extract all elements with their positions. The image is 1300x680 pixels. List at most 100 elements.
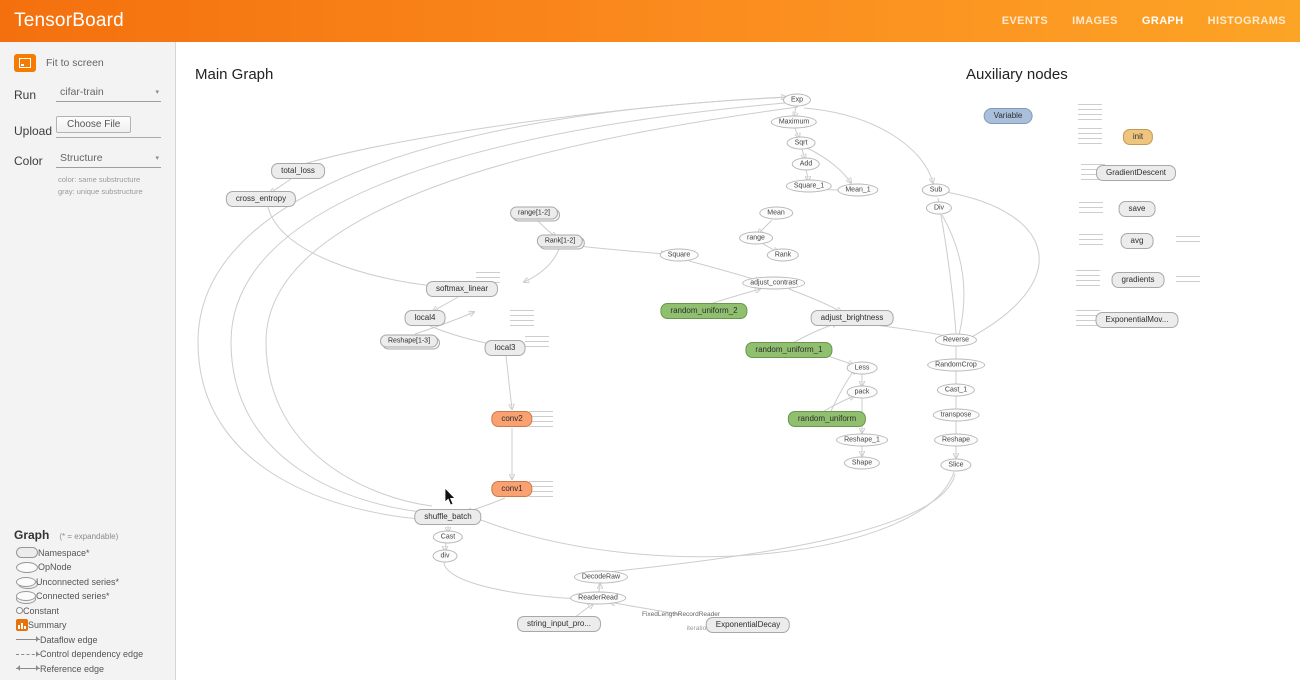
reference-edge-icon	[16, 664, 40, 671]
color-row: Color Structure ▾	[14, 150, 161, 168]
color-select[interactable]: Structure ▾	[56, 150, 161, 168]
graph-node-softmax-linear[interactable]: softmax_linear	[425, 281, 499, 297]
chevron-down-icon: ▾	[155, 155, 159, 162]
control-edge-icon	[16, 650, 40, 657]
nav-events[interactable]: EVENTS	[1001, 15, 1049, 27]
run-row: Run cifar-train ▾	[14, 84, 161, 102]
dataflow-edge-icon	[16, 635, 40, 642]
nav-histograms[interactable]: HISTOGRAMS	[1207, 15, 1286, 27]
graph-node-sqrt[interactable]: Sqrt	[786, 136, 816, 150]
graph-node-exp[interactable]: Exp	[782, 93, 812, 107]
graph-node-reshape-1-3[interactable]: Reshape[1-3]	[379, 334, 439, 348]
graph-node-local4[interactable]: local4	[404, 310, 446, 326]
graph-node-cast-1[interactable]: Cast_1	[936, 383, 976, 397]
auxiliary-nodes-title: Auxiliary nodes	[966, 66, 1068, 83]
graph-node-maximum[interactable]: Maximum	[770, 115, 818, 129]
graph-node-transpose[interactable]: transpose	[932, 408, 980, 422]
graph-node-pack[interactable]: pack	[846, 385, 878, 399]
graph-node-div[interactable]: Div	[925, 201, 953, 215]
graph-node-save[interactable]: save	[1118, 201, 1156, 217]
graph-node-add[interactable]: Add	[791, 157, 821, 171]
color-hint-2: gray: unique substructure	[58, 186, 143, 196]
color-hints: color: same substructure gray: unique su…	[58, 174, 175, 197]
graph-node-conv1[interactable]: conv1	[491, 481, 533, 497]
graph-node-mean-1[interactable]: Mean_1	[837, 183, 879, 197]
run-label: Run	[14, 88, 37, 102]
constant-icon	[16, 607, 23, 615]
graph-node-random-uniform-1[interactable]: random_uniform_1	[745, 342, 833, 358]
graph-node-reshape[interactable]: Reshape	[933, 433, 979, 447]
node-annotations	[525, 336, 549, 348]
upload-file-input[interactable]: Choose File	[56, 114, 161, 138]
graph-node-square[interactable]: Square	[659, 248, 699, 262]
graph-node-shuffle-batch[interactable]: shuffle_batch	[414, 509, 482, 525]
node-annotations	[1076, 310, 1100, 326]
graph-node-adjust-contrast[interactable]: adjust_contrast	[742, 276, 806, 290]
graph-node-fixedlengthrecordreader[interactable]: FixedLengthRecordReader	[641, 610, 721, 618]
graph-node-div[interactable]: div	[432, 549, 458, 563]
graph-node-reverse[interactable]: Reverse	[934, 333, 978, 347]
graph-node-variable[interactable]: Variable	[983, 108, 1033, 124]
graph-node-exponentialdecay[interactable]: ExponentialDecay	[705, 617, 791, 633]
graph-node-random-uniform-2[interactable]: random_uniform_2	[660, 303, 748, 319]
graph-node-randomcrop[interactable]: RandomCrop	[927, 358, 985, 372]
graph-node-gradientdescent[interactable]: GradientDescent	[1095, 165, 1177, 181]
graph-node-exponentialmov[interactable]: ExponentialMov...	[1095, 312, 1179, 328]
color-label: Color	[14, 154, 43, 168]
node-annotations	[1076, 270, 1100, 290]
graph-node-local3[interactable]: local3	[484, 340, 526, 356]
legend-item-label: Summary	[28, 620, 67, 631]
graph-node-decoderaw[interactable]: DecodeRaw	[573, 570, 629, 584]
graph-node-readerread[interactable]: ReaderRead	[570, 591, 626, 605]
fit-to-screen-button[interactable]	[14, 54, 36, 72]
graph-node-gradients[interactable]: gradients	[1111, 272, 1165, 288]
graph-node-adjust-brightness[interactable]: adjust_brightness	[810, 310, 894, 326]
graph-node-cast[interactable]: Cast	[432, 530, 464, 544]
graph-node-total-loss[interactable]: total_loss	[271, 163, 325, 179]
graph-node-less[interactable]: Less	[846, 361, 878, 375]
graph-node-rank-1-2[interactable]: Rank[1-2]	[536, 234, 584, 248]
graph-node-random-uniform[interactable]: random_uniform	[787, 411, 867, 427]
choose-file-button[interactable]: Choose File	[56, 116, 132, 133]
graph-node-cross-entropy[interactable]: cross_entropy	[225, 191, 297, 207]
nav-graph[interactable]: GRAPH	[1141, 15, 1184, 27]
legend-item: Summary	[14, 618, 175, 633]
graph-node-sub[interactable]: Sub	[921, 183, 951, 197]
legend-item: Connected series*	[14, 589, 175, 604]
graph-node-rank[interactable]: Rank	[766, 248, 800, 262]
graph-node-slice[interactable]: Slice	[940, 458, 972, 472]
legend-item-label: Constant	[23, 605, 60, 616]
node-annotations	[1079, 234, 1103, 248]
graph-node-square-1[interactable]: Square_1	[785, 179, 833, 193]
legend-item-label: Control dependency edge	[40, 649, 144, 660]
graph-node-mean[interactable]: Mean	[759, 206, 793, 220]
graph-node-reshape-1[interactable]: Reshape_1	[836, 433, 888, 447]
node-annotations	[1176, 276, 1200, 286]
nav-images[interactable]: IMAGES	[1072, 15, 1118, 27]
graph-node-range-1-2[interactable]: range[1-2]	[510, 206, 558, 220]
node-annotations	[1079, 202, 1103, 216]
legend-item: Constant	[14, 604, 175, 619]
namespace-icon	[16, 547, 38, 559]
node-annotations	[1078, 104, 1102, 122]
legend-item-label: Dataflow edge	[40, 634, 98, 645]
legend-item: OpNode	[14, 560, 175, 575]
chevron-down-icon: ▾	[155, 89, 159, 96]
run-select[interactable]: cifar-train ▾	[56, 84, 161, 102]
legend-title: Graph	[14, 527, 50, 542]
node-annotations	[1176, 236, 1200, 244]
graph-node-avg[interactable]: avg	[1120, 233, 1154, 249]
graph-node-conv2[interactable]: conv2	[491, 411, 533, 427]
graph-node-range[interactable]: range	[739, 231, 773, 245]
legend-note: (* = expandable)	[59, 531, 119, 541]
graph-node-string-input-pro[interactable]: string_input_pro...	[516, 616, 602, 632]
graph-canvas[interactable]: Main Graph Auxiliary nodes	[176, 42, 1300, 680]
graph-node-shape[interactable]: Shape	[843, 456, 881, 470]
graph-node-init[interactable]: init	[1122, 129, 1154, 145]
unconnected-series-icon	[16, 576, 36, 587]
node-annotations	[529, 481, 553, 497]
